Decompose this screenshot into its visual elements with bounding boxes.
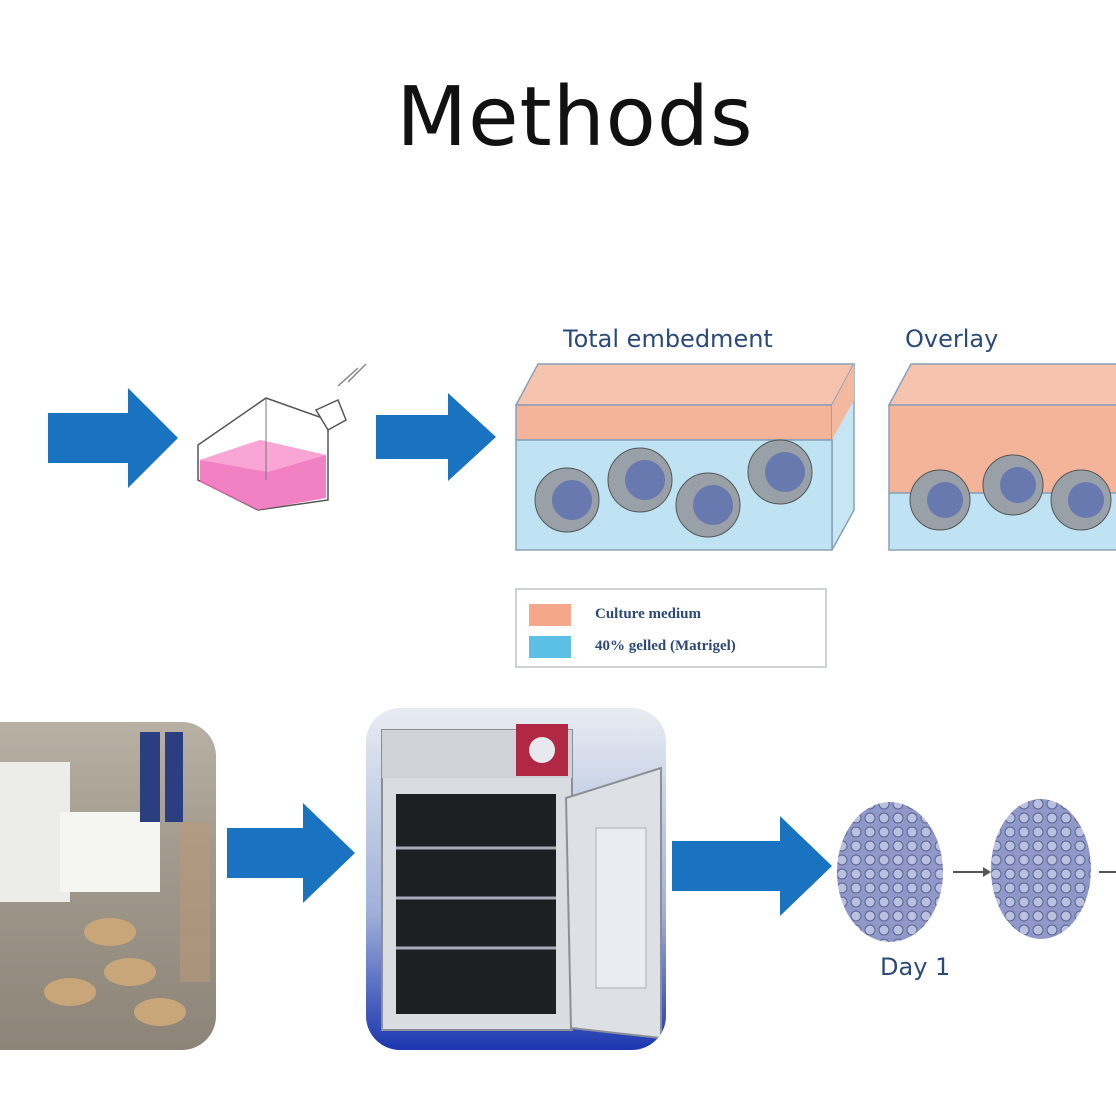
arrow-right-icon (227, 803, 355, 903)
total-embedment-diagram (514, 363, 856, 551)
total-embedment-label: Total embedment (563, 325, 773, 353)
overlay-diagram (887, 363, 1116, 551)
overlay-label: Overlay (905, 325, 999, 353)
organoid-icon (534, 439, 813, 538)
organoid-cluster-icon (837, 799, 1116, 942)
legend-label-matrigel: 40% gelled (Matrigel) (595, 638, 736, 654)
incubator-photo (366, 708, 666, 1050)
arrow-right-icon (48, 388, 178, 488)
legend-swatch-matrigel (529, 636, 571, 658)
page-title: Methods (396, 70, 754, 165)
arrow-right-icon (672, 816, 832, 916)
day-label: Day 1 (880, 953, 951, 981)
lab-bench-photo (0, 722, 216, 1050)
arrow-right-icon (376, 393, 496, 481)
legend: Culture medium 40% gelled (Matrigel) (515, 588, 827, 668)
legend-swatch-culture-medium (529, 604, 571, 626)
culture-flask-icon (197, 363, 367, 511)
legend-label-culture-medium: Culture medium (595, 606, 701, 622)
